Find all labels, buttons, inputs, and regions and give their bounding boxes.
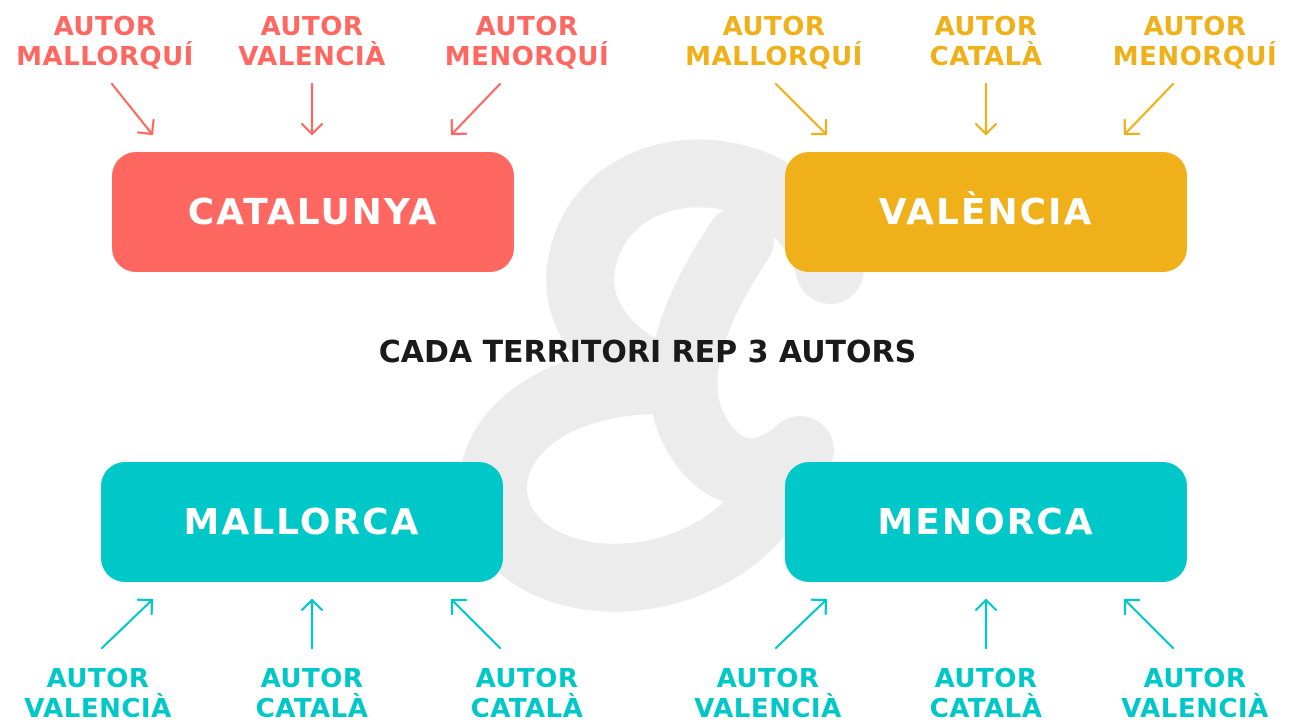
arrow-icon bbox=[774, 82, 828, 136]
arrow-icon bbox=[450, 82, 502, 136]
arrow-icon bbox=[301, 82, 323, 136]
territory-box-valencia: VALÈNCIA bbox=[785, 152, 1187, 272]
arrow-icon bbox=[1123, 598, 1175, 650]
arrow-icon bbox=[975, 82, 997, 136]
territory-label: VALÈNCIA bbox=[878, 191, 1094, 233]
center-title: CADA TERRITORI REP 3 AUTORS bbox=[378, 335, 917, 370]
territory-label: MENORCA bbox=[877, 501, 1095, 543]
arrow-icon bbox=[100, 598, 154, 650]
arrow-icon bbox=[450, 598, 502, 650]
arrow-icon bbox=[301, 598, 323, 650]
territory-label: MALLORCA bbox=[183, 501, 421, 543]
territory-box-catalunya: CATALUNYA bbox=[112, 152, 514, 272]
territory-box-mallorca: MALLORCA bbox=[101, 462, 503, 582]
arrow-icon bbox=[110, 82, 155, 136]
territory-label: CATALUNYA bbox=[187, 191, 439, 233]
territory-box-menorca: MENORCA bbox=[785, 462, 1187, 582]
arrow-icon bbox=[774, 598, 828, 650]
arrow-icon bbox=[1123, 82, 1175, 136]
arrow-icon bbox=[975, 598, 997, 650]
